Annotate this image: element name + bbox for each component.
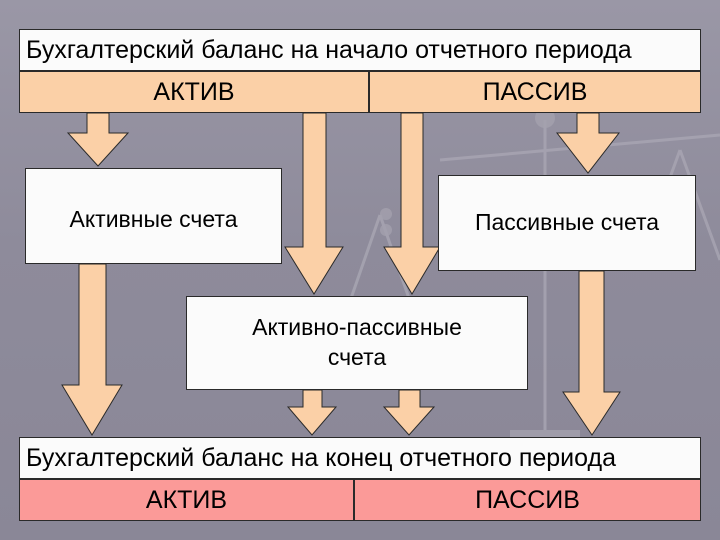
passive-accounts-box: Пассивные счета	[438, 175, 696, 271]
arrow-passiv-to-active-passive	[383, 112, 441, 295]
active-accounts-box: Активные счета	[25, 168, 282, 264]
bottom-balance-title: Бухгалтерский баланс на конец отчетного …	[19, 437, 701, 479]
active-passive-accounts-box: Активно-пассивные счета	[186, 296, 528, 390]
arrow-passiv-to-passive	[555, 112, 621, 174]
arrow-active-passive-to-bottom-passiv	[382, 389, 436, 436]
bottom-aktiv-column: АКТИВ	[19, 479, 354, 521]
arrow-active-to-bottom-aktiv	[61, 263, 123, 436]
arrow-active-passive-to-bottom-aktiv	[286, 389, 338, 436]
active-passive-label-line2: счета	[327, 344, 387, 370]
active-passive-label-line1: Активно-пассивные	[252, 314, 462, 341]
top-balance-title: Бухгалтерский баланс на начало отчетного…	[19, 29, 701, 71]
bottom-passiv-column: ПАССИВ	[354, 479, 701, 521]
arrow-aktiv-to-active	[66, 112, 130, 167]
arrow-passive-to-bottom-passiv	[562, 270, 621, 436]
top-passiv-column: ПАССИВ	[369, 71, 701, 113]
top-aktiv-column: АКТИВ	[19, 71, 369, 113]
arrow-aktiv-to-active-passive	[284, 112, 344, 295]
